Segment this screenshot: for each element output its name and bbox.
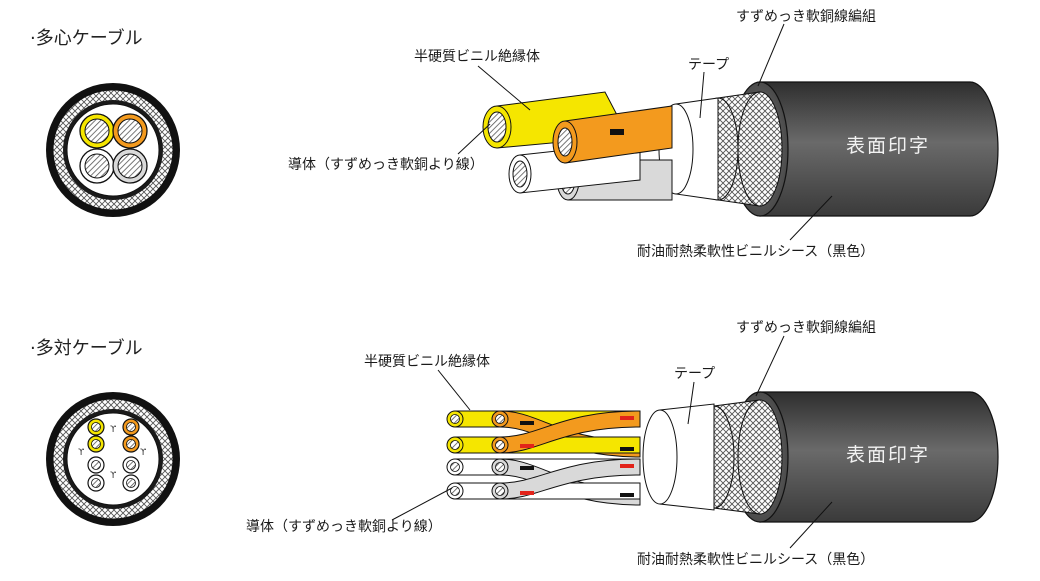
surface-print: 表面印字: [846, 135, 931, 157]
label-insulation: 半硬質ビニル絶縁体: [364, 354, 490, 370]
multicore-cross-section: [46, 83, 180, 217]
label-conductor: 導体（すずめっき軟銅より線）: [246, 519, 442, 535]
label-conductor: 導体（すずめっき軟銅より線）: [288, 157, 484, 173]
svg-text:ϒ: ϒ: [78, 448, 84, 458]
multicore-longitudinal: [457, 23, 999, 241]
section-title-multicore: ·多心ケーブル: [30, 28, 143, 49]
label-tape: テープ: [674, 366, 716, 382]
section-title-multipair: ·多対ケーブル: [30, 338, 143, 359]
label-sheath: 耐油耐熱柔軟性ビニルシース（黒色）: [637, 244, 875, 260]
label-sheath: 耐油耐熱柔軟性ビニルシース（黒色）: [637, 552, 875, 568]
svg-text:ϒ: ϒ: [110, 471, 116, 481]
label-insulation: 半硬質ビニル絶縁体: [414, 49, 540, 65]
svg-text:ϒ: ϒ: [140, 448, 146, 458]
label-tape: テープ: [688, 57, 730, 73]
surface-print: 表面印字: [846, 444, 931, 466]
label-braid: すずめっき軟銅線編組: [736, 9, 876, 25]
multipair-longitudinal: [391, 335, 999, 549]
label-braid: すずめっき軟銅線編組: [736, 320, 876, 336]
multipair-cross-section: ϒ ϒ ϒ ϒ: [46, 392, 180, 526]
svg-text:ϒ: ϒ: [110, 425, 116, 435]
